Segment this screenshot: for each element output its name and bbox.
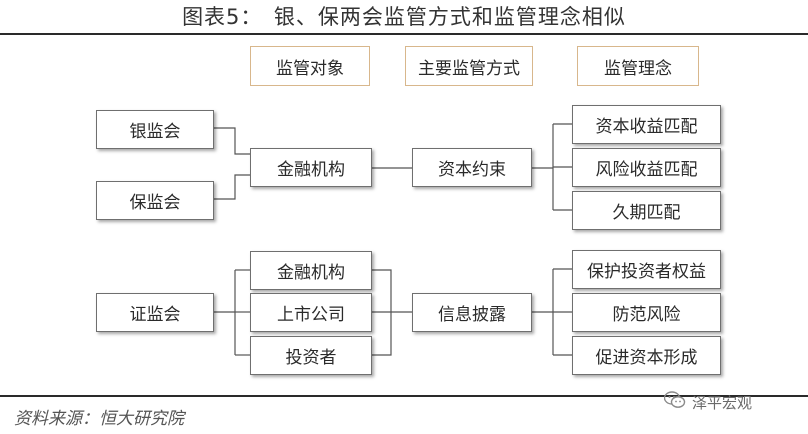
- method-capital-constraint: 资本约束: [412, 148, 532, 187]
- footer-rule: [0, 395, 808, 397]
- object-financial-institutions: 金融机构: [250, 148, 372, 187]
- concept-capital-return-match: 资本收益匹配: [572, 105, 721, 144]
- header-regulated-object: 监管对象: [250, 46, 370, 86]
- regulator-cbrc: 银监会: [96, 110, 214, 149]
- watermark-text: 泽平宏观: [692, 393, 753, 412]
- concept-duration-match: 久期匹配: [572, 191, 721, 230]
- title-rule: [0, 33, 808, 35]
- object-financial-institutions-2: 金融机构: [250, 251, 372, 290]
- wechat-icon: [663, 391, 686, 413]
- regulator-csrc: 证监会: [96, 293, 214, 332]
- concept-capital-formation: 促进资本形成: [572, 336, 721, 375]
- regulator-circ: 保监会: [96, 181, 214, 220]
- concept-protect-investors: 保护投资者权益: [572, 250, 721, 289]
- source-note: 资料来源：恒大研究院: [14, 409, 184, 429]
- concept-prevent-risk: 防范风险: [572, 293, 721, 332]
- header-main-method: 主要监管方式: [405, 46, 533, 86]
- method-information-disclosure: 信息披露: [412, 293, 532, 332]
- object-investors: 投资者: [250, 336, 372, 375]
- concept-risk-return-match: 风险收益匹配: [572, 148, 721, 187]
- watermark: 泽平宏观: [663, 387, 804, 417]
- header-concept: 监管理念: [577, 46, 699, 86]
- figure-title: 图表5： 银、保两会监管方式和监管理念相似: [182, 5, 626, 29]
- object-listed-companies: 上市公司: [250, 293, 372, 332]
